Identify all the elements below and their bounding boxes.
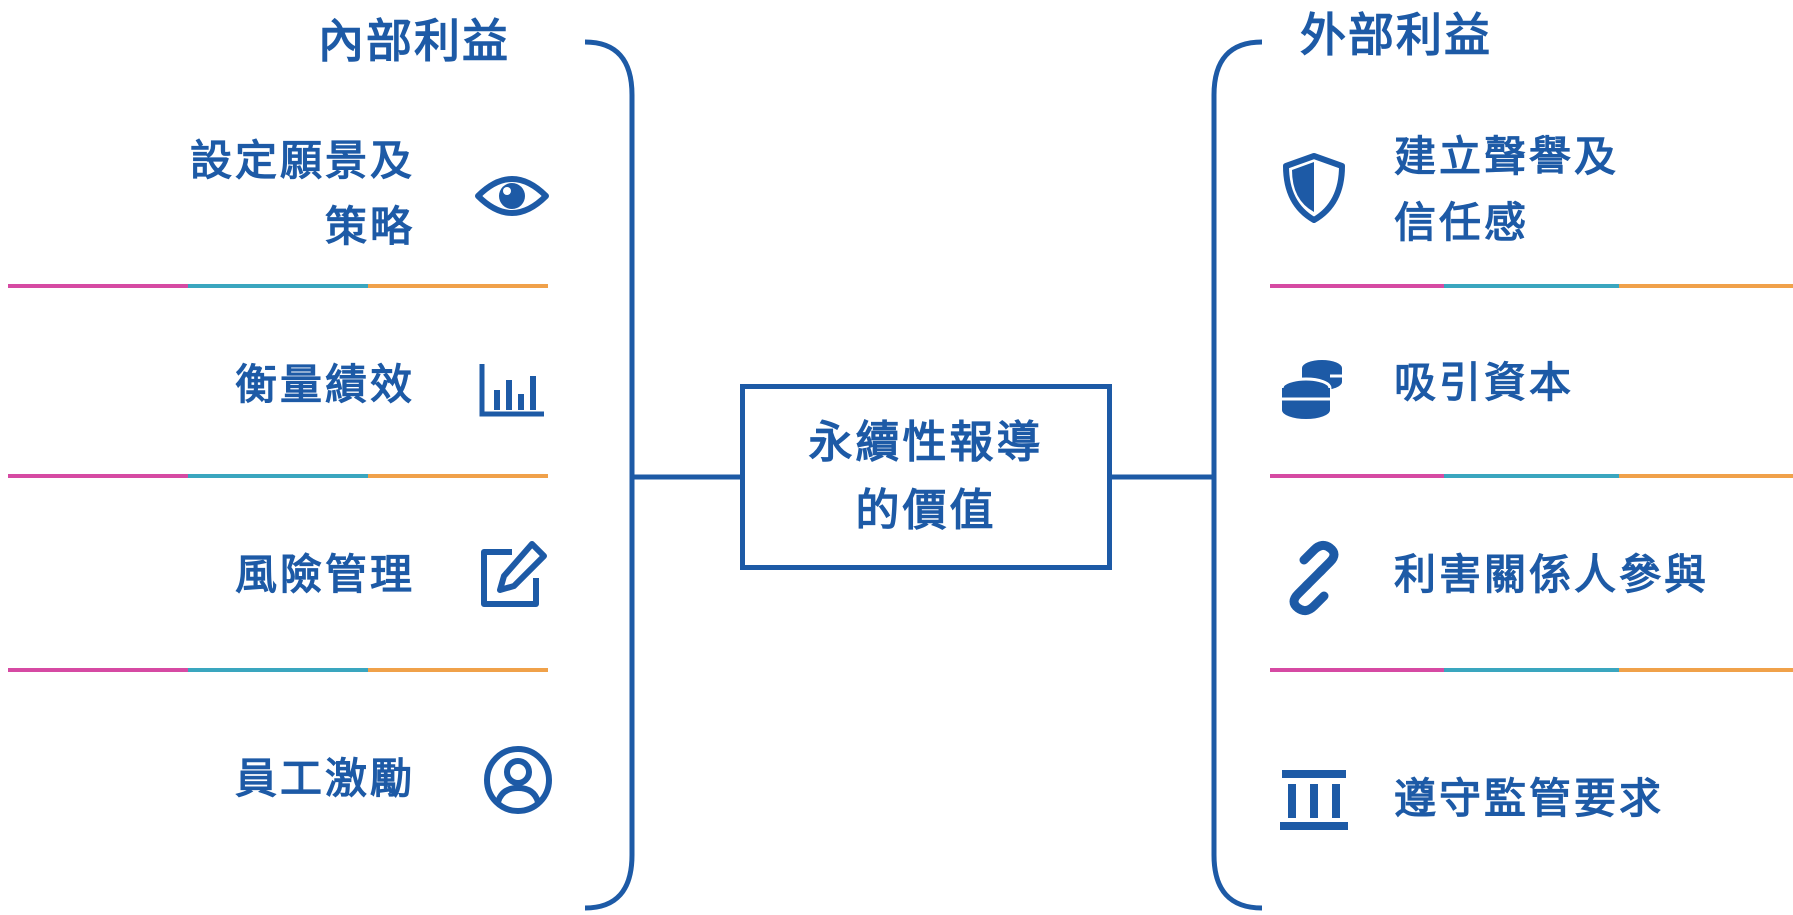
center-value-box: 永續性報導 的價值 (740, 384, 1112, 570)
center-title-line1: 永續性報導 (808, 417, 1044, 468)
internal-benefits-heading: 內部利益 (318, 14, 510, 68)
internal-item-label-line1: 設定願景及 (189, 136, 415, 185)
shield-icon (1276, 150, 1352, 226)
internal-item-label-line2: 策略 (324, 202, 415, 251)
center-title-line2: 的價值 (855, 485, 997, 536)
external-item-attract-capital: 吸引資本 (1394, 350, 1574, 416)
external-item-stakeholder-engagement: 利害關係人參與 (1394, 542, 1709, 608)
eye-icon (474, 158, 550, 234)
external-item-label: 吸引資本 (1394, 358, 1575, 407)
internal-item-label: 員工激勵 (234, 754, 415, 803)
user-circle-icon (480, 742, 556, 818)
left-bracket (584, 39, 635, 911)
external-item-reputation-trust: 建立聲譽及 信任感 (1394, 124, 1619, 256)
link-icon (1276, 540, 1352, 616)
bank-icon (1276, 766, 1352, 842)
right-bracket (1211, 39, 1263, 911)
external-item-label: 利害關係人參與 (1394, 550, 1710, 599)
internal-item-label: 衡量績效 (234, 360, 415, 409)
external-divider-1 (1270, 284, 1793, 288)
bar-chart-icon (474, 350, 550, 426)
internal-divider-2 (8, 474, 548, 478)
external-item-label: 遵守監管要求 (1394, 774, 1665, 823)
internal-item-measure-performance: 衡量績效 (235, 352, 415, 418)
external-divider-3 (1270, 668, 1793, 672)
internal-divider-3 (8, 668, 548, 672)
internal-item-vision-strategy: 設定願景及 策略 (190, 128, 415, 260)
external-item-label-line1: 建立聲譽及 (1394, 132, 1620, 181)
external-item-regulatory-compliance: 遵守監管要求 (1394, 766, 1664, 832)
coins-icon (1276, 350, 1352, 426)
internal-divider-1 (8, 284, 548, 288)
internal-item-label: 風險管理 (234, 550, 415, 599)
external-item-label-line2: 信任感 (1394, 198, 1530, 247)
internal-item-employee-motivation: 員工激勵 (235, 746, 415, 812)
edit-icon (474, 538, 550, 614)
internal-item-risk-management: 風險管理 (235, 542, 415, 608)
external-divider-2 (1270, 474, 1793, 478)
external-benefits-heading: 外部利益 (1300, 8, 1492, 62)
